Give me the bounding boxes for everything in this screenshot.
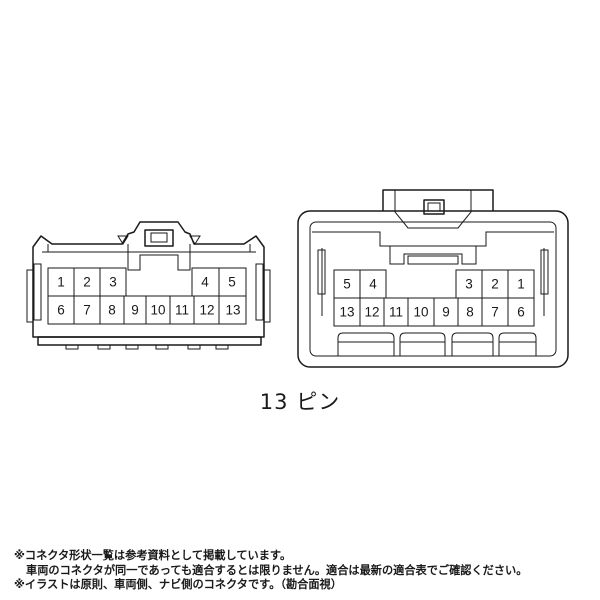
right-pin-label: 9 — [442, 305, 450, 320]
left-pin-label: 5 — [228, 275, 236, 290]
note-line: ※イラストは原則、車両側、ナビ側のコネクタです。（勘合面視） — [14, 578, 342, 591]
left-pin-label: 9 — [131, 303, 139, 318]
left-pin-label: 11 — [175, 303, 189, 318]
right-pin-label: 8 — [466, 305, 474, 320]
left-pin-label: 10 — [150, 303, 165, 318]
right-pin-label: 3 — [465, 277, 473, 292]
right-pin-block: 5 4 3 2 1 13 12 11 10 9 8 7 6 — [333, 269, 535, 327]
left-pin-label: 3 — [109, 275, 117, 290]
left-pin-block: 1 2 3 4 5 6 7 8 9 10 11 12 13 — [47, 267, 247, 325]
left-pin-label: 6 — [57, 303, 65, 318]
left-pin-label: 2 — [83, 275, 91, 290]
left-connector-base — [37, 336, 262, 346]
right-connector-lower-slots — [337, 332, 537, 356]
right-pin-label: 2 — [491, 277, 499, 292]
left-pin-label: 1 — [57, 275, 65, 290]
right-pin-label: 6 — [517, 305, 525, 320]
note-line: ※コネクタ形状一覧は参考資料として掲載しています。 — [14, 549, 292, 562]
right-pin-label: 13 — [339, 305, 354, 320]
left-pin-label: 12 — [199, 303, 214, 318]
left-pin-label: 7 — [83, 303, 91, 318]
left-pin-label: 13 — [225, 303, 240, 318]
right-connector: 5 4 3 2 1 13 12 11 10 9 8 7 6 — [297, 189, 569, 368]
right-pin-label: 5 — [343, 277, 351, 292]
right-pin-label: 10 — [413, 305, 428, 320]
pin-count-caption: 13 ピン — [259, 390, 341, 414]
right-pin-label: 4 — [369, 277, 377, 292]
left-pin-label: 8 — [108, 303, 116, 318]
left-connector-outline — [32, 221, 265, 338]
notes: ※コネクタ形状一覧は参考資料として掲載しています。 車両のコネクタが同一であって… — [14, 549, 600, 593]
note-line: 車両のコネクタが同一であっても適合するとは限りません。適合は最新の適合表でご確認… — [26, 563, 528, 577]
right-pin-label: 1 — [517, 277, 525, 292]
right-pin-label: 11 — [389, 305, 403, 320]
left-pin-label: 4 — [201, 275, 209, 290]
right-pin-label: 7 — [491, 305, 499, 320]
right-pin-label: 12 — [364, 305, 379, 320]
left-connector: 1 2 3 4 5 6 7 8 9 10 11 12 13 — [26, 221, 271, 350]
